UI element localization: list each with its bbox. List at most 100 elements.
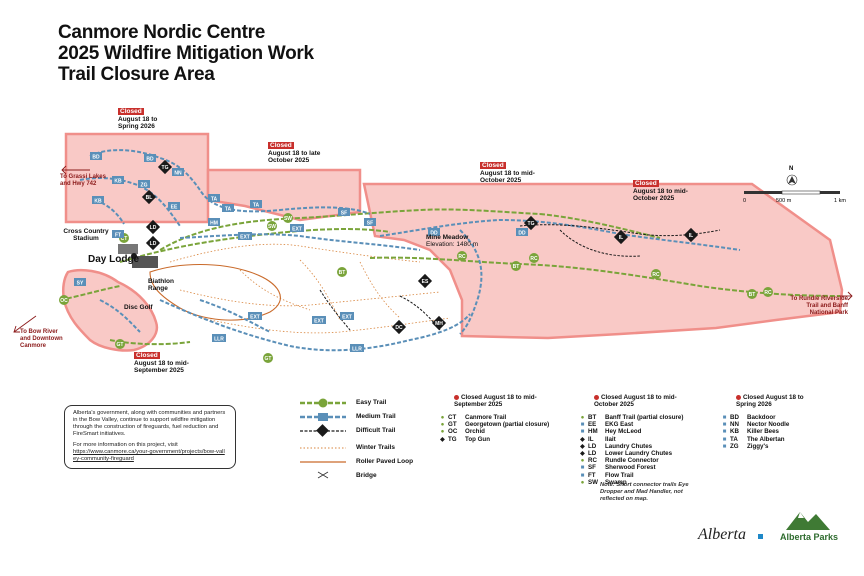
trail-badge-sf[interactable]: SF xyxy=(364,218,376,227)
north-arrow-icon xyxy=(786,174,798,186)
trail-badge-dd[interactable]: DD xyxy=(428,228,440,237)
external-arrows xyxy=(13,165,853,333)
trail-badge-ld[interactable]: LD xyxy=(145,219,161,235)
trail-badge-ext[interactable]: EXT xyxy=(312,316,326,325)
trail-badge-ee[interactable]: EE xyxy=(168,202,180,211)
trail-badge-llr[interactable]: LLR xyxy=(350,344,364,353)
svg-text:OC: OC xyxy=(60,298,68,304)
trail-badge-ld[interactable]: LD xyxy=(145,235,161,251)
trail-badge-ta[interactable]: TA xyxy=(208,194,220,203)
trail-badge-sw[interactable]: SW xyxy=(283,213,293,223)
svg-text:RC: RC xyxy=(652,272,660,278)
trail-badge-gt[interactable]: RC xyxy=(651,269,661,279)
svg-text:BT: BT xyxy=(339,270,346,276)
svg-text:IL: IL xyxy=(689,233,693,239)
trail-badge-dd[interactable]: DD xyxy=(516,228,528,237)
svg-text:GT: GT xyxy=(265,356,272,362)
trail-badge-misc[interactable]: DC xyxy=(391,319,407,335)
trail-badge-ft[interactable]: FT xyxy=(112,230,124,239)
to-bow-river-link[interactable]: To Bow River and Downtown Canmore xyxy=(20,329,63,349)
trail-badge-nn[interactable]: NN xyxy=(172,168,184,177)
north-label: N xyxy=(789,166,794,172)
title-line-1: Canmore Nordic Centre xyxy=(58,22,265,43)
legend-medium-trail: Medium Trail xyxy=(356,413,396,420)
closed-dot-icon xyxy=(594,394,599,400)
svg-text:MH: MH xyxy=(435,321,443,327)
legend-easy-trail: Easy Trail xyxy=(356,399,387,406)
trail-badge-rc[interactable]: RC xyxy=(529,253,539,263)
svg-text:SF: SF xyxy=(341,211,347,217)
trail-badge-rr[interactable]: GT xyxy=(115,339,125,349)
trail-badge-ext[interactable]: EXT xyxy=(290,224,304,233)
trail-badge-bd[interactable]: BD xyxy=(144,154,156,163)
svg-text:DD: DD xyxy=(430,231,438,237)
trail-badge-ag[interactable]: TG xyxy=(523,215,539,231)
trail-badge-bt[interactable]: BT xyxy=(511,261,521,271)
trail-badge-rc[interactable]: RC xyxy=(457,251,467,261)
trail-badge-df[interactable]: GT xyxy=(263,353,273,363)
connector-trails-note: Note: Short connector trails Eye Dropper… xyxy=(600,482,689,502)
svg-text:SY: SY xyxy=(77,281,84,287)
svg-text:SF: SF xyxy=(367,221,373,227)
svg-text:IL: IL xyxy=(619,235,623,241)
trail-badge-ll[interactable]: IL xyxy=(613,229,629,245)
svg-text:SW: SW xyxy=(268,224,276,230)
info-paragraph: For more information on this project, vi… xyxy=(73,442,225,462)
scale-mid: 500 m xyxy=(776,198,792,204)
closed-badge: Closed xyxy=(633,180,659,187)
trail-badge-bl[interactable]: BL xyxy=(141,189,157,205)
svg-text:TA: TA xyxy=(211,197,218,203)
trail-badge-kb[interactable]: KB xyxy=(92,196,104,205)
trail-badge-sy[interactable]: SY xyxy=(74,278,86,287)
trail-badge-sf[interactable]: SF xyxy=(338,208,350,217)
day-lodge-label: Day Lodge xyxy=(88,254,140,265)
trail-badge-misc[interactable]: ES xyxy=(417,273,433,289)
svg-text:EXT: EXT xyxy=(314,319,324,325)
trail-badge-ext[interactable]: EXT xyxy=(340,312,354,321)
trail-badge-bt[interactable]: RC xyxy=(763,287,773,297)
closure-dates: August 18 to mid-October 2025 xyxy=(633,188,688,202)
trail-badge-cd[interactable]: IL xyxy=(683,227,699,243)
svg-text:LLR: LLR xyxy=(352,347,362,353)
trail-badge-ta[interactable]: TA xyxy=(222,204,234,213)
trail-badge-bd[interactable]: BD xyxy=(90,152,102,161)
trail-badge-llr[interactable]: LLR xyxy=(212,334,226,343)
svg-text:BT: BT xyxy=(513,264,520,270)
trail-badge-ext[interactable]: EXT xyxy=(248,312,262,321)
alberta-parks-logo-icon xyxy=(786,512,830,530)
trail-badge-hm[interactable]: HM xyxy=(208,218,220,227)
trail-badge-oc[interactable]: OC xyxy=(59,295,69,305)
trail-badge-kb[interactable]: KB xyxy=(112,176,124,185)
project-link[interactable]: https://www.canmore.ca/your-government/p… xyxy=(73,449,225,462)
winter-trails xyxy=(169,243,451,334)
trail-badge-sw[interactable]: SW xyxy=(267,221,277,231)
closure-label-spring-2026: Closed August 18 to Spring 2026 xyxy=(118,108,178,130)
svg-text:RC: RC xyxy=(764,290,772,296)
svg-text:EXT: EXT xyxy=(250,315,260,321)
trail-badge-kl[interactable]: BT xyxy=(747,289,757,299)
trail-badge-ta[interactable]: TA xyxy=(250,200,262,209)
trail-badge-bt[interactable]: BT xyxy=(337,267,347,277)
trail-badge-ext[interactable]: EXT xyxy=(238,232,252,241)
closure-label-late-october: Closed August 18 to late October 2025 xyxy=(268,142,334,164)
legend-difficult-trail: Difficult Trail xyxy=(356,427,396,434)
closure-dates: August 18 to Spring 2026 xyxy=(118,116,158,130)
to-rundle-riverside-link[interactable]: To Rundle Riverside Trail and Banff Nati… xyxy=(790,296,848,316)
trail-badge-misc[interactable]: MH xyxy=(431,315,447,331)
to-grassi-lakes-link[interactable]: To Grassi Lakes and Hwy 742 xyxy=(60,174,106,187)
title-line-3: Trail Closure Area xyxy=(58,64,215,85)
svg-text:NN: NN xyxy=(174,171,182,177)
trail-badge-zg[interactable]: ZG xyxy=(138,180,150,189)
trail-badge-tg[interactable]: TG xyxy=(157,159,173,175)
scale-zero: 0 xyxy=(743,198,747,204)
